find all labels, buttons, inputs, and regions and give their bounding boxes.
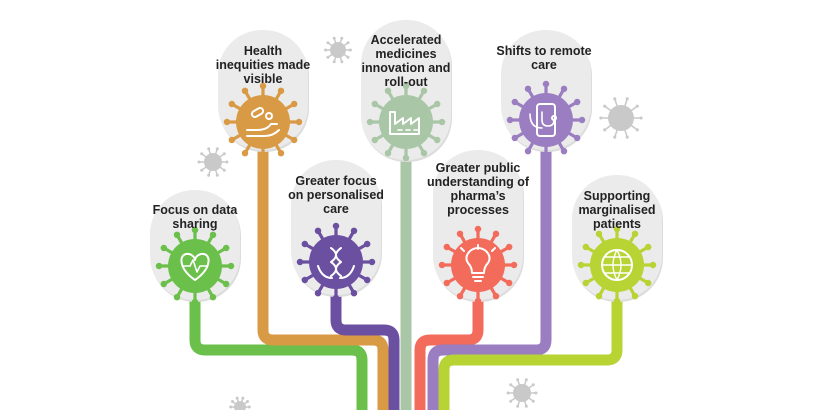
phone-stethoscope-icon bbox=[506, 80, 586, 160]
dna-hands-icon-glyph bbox=[317, 247, 355, 279]
background-virus-3 bbox=[599, 97, 643, 139]
card-personalised-care bbox=[291, 160, 382, 302]
branch-personalised-care bbox=[330, 295, 400, 410]
branch-data-sharing bbox=[189, 300, 368, 410]
lightbulb-icon-glyph bbox=[460, 244, 496, 282]
card-medicines-innovation bbox=[361, 20, 452, 162]
background-virus-1 bbox=[324, 36, 352, 64]
hands-pills-icon bbox=[223, 82, 303, 162]
card-health-inequities bbox=[218, 30, 309, 162]
hands-pills-icon-glyph bbox=[246, 106, 280, 137]
branch-marginalised bbox=[438, 300, 623, 410]
label-health-inequities: Health inequities made visible bbox=[215, 44, 311, 86]
heart-data-icon-glyph bbox=[180, 252, 210, 281]
label-data-sharing: Focus on data sharing bbox=[152, 203, 238, 231]
background-virus-5 bbox=[229, 396, 251, 410]
label-remote-care: Shifts to remote care bbox=[496, 44, 592, 72]
label-medicines-innovation: Accelerated medicines innovation and rol… bbox=[361, 33, 451, 89]
background-virus-2 bbox=[197, 147, 229, 177]
background-virus-4 bbox=[506, 378, 538, 408]
phone-stethoscope-icon-glyph bbox=[529, 103, 557, 137]
card-remote-care bbox=[501, 30, 592, 160]
card-data-sharing bbox=[150, 190, 241, 306]
globe-icon-glyph bbox=[601, 249, 633, 281]
label-marginalised-patients: Supporting marginalised patients bbox=[578, 189, 656, 231]
label-personalised-care: Greater focus on personalised care bbox=[288, 174, 384, 216]
branch-remote-care bbox=[427, 150, 552, 410]
branch-health-inequities bbox=[257, 150, 389, 410]
label-pharma-processes: Greater public understanding of pharma’s… bbox=[426, 161, 530, 217]
dna-hands-icon bbox=[296, 222, 376, 302]
card-marginalised bbox=[572, 175, 663, 305]
factory-icon-glyph bbox=[389, 111, 420, 135]
branch-pharma-processes bbox=[414, 300, 484, 410]
branches bbox=[189, 150, 623, 410]
